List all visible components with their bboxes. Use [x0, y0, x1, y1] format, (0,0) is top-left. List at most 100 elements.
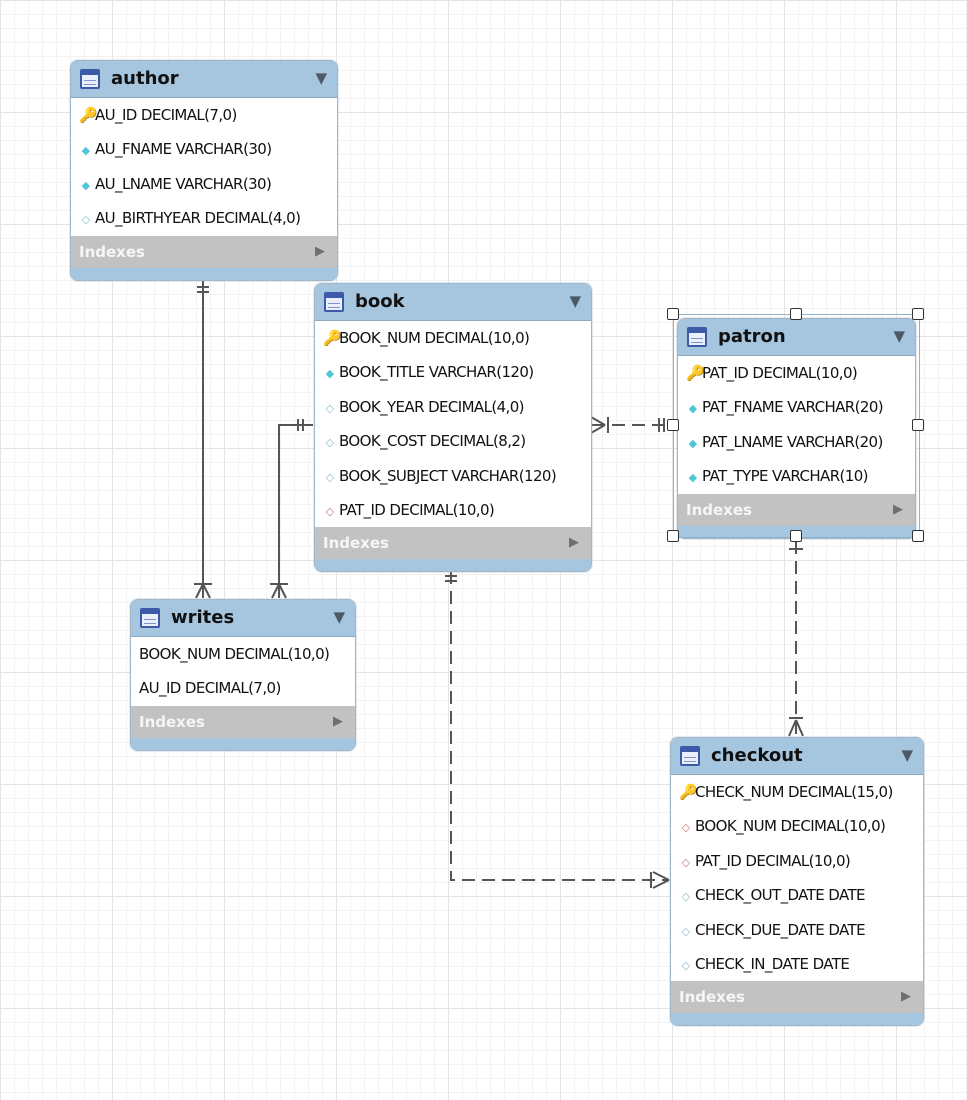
expand-arrow-icon[interactable]: ▶: [315, 243, 325, 259]
column-label: BOOK_NUM DECIMAL(10,0): [339, 329, 530, 347]
table-header[interactable]: book ▼: [315, 284, 591, 321]
expand-arrow-icon[interactable]: ▶: [893, 501, 903, 517]
collapse-toggle-icon[interactable]: ▼: [569, 292, 581, 310]
table-footer: [131, 737, 355, 750]
table-header[interactable]: checkout▼: [671, 738, 923, 775]
column-label: CHECK_IN_DATE DATE: [695, 954, 850, 973]
column-label: PAT_ID DECIMAL(10,0): [339, 500, 495, 519]
resize-handle[interactable]: [789, 308, 802, 320]
column-row[interactable]: ◆AU_LNAME VARCHAR(30): [71, 167, 337, 201]
indexes-label: Indexes: [323, 534, 389, 553]
column-row[interactable]: ◇ BOOK_NUM DECIMAL(10,0): [671, 809, 923, 843]
column-label: AU_ID DECIMAL(7,0): [95, 106, 237, 124]
collapse-toggle-icon[interactable]: ▼: [315, 69, 327, 87]
crowfoot-marker: [788, 719, 797, 737]
column-row[interactable]: 🔑PAT_ID DECIMAL(10,0): [678, 356, 915, 390]
nullable-column-icon: ◇: [81, 213, 90, 227]
column-label: BOOK_YEAR DECIMAL(4,0): [339, 397, 525, 416]
resize-handle[interactable]: [667, 308, 679, 320]
primary-key-icon: 🔑: [79, 106, 98, 124]
expand-arrow-icon[interactable]: ▶: [901, 989, 911, 1005]
column-label: BOOK_NUM DECIMAL(10,0): [139, 645, 330, 663]
crowfoot-marker: [278, 583, 287, 599]
expand-arrow-icon[interactable]: ▶: [333, 713, 343, 729]
not-null-column-icon: ◆: [325, 367, 334, 381]
not-null-column-icon: ◆: [688, 471, 697, 485]
column-label: BOOK_NUM DECIMAL(10,0): [695, 817, 886, 836]
collapse-toggle-icon[interactable]: ▼: [893, 327, 905, 345]
column-label: PAT_LNAME VARCHAR(20): [702, 432, 883, 451]
resize-handle[interactable]: [912, 530, 924, 542]
column-label: CHECK_OUT_DATE DATE: [695, 886, 866, 905]
column-row[interactable]: ◇BOOK_YEAR DECIMAL(4,0): [315, 390, 591, 424]
column-row[interactable]: BOOK_NUM DECIMAL(10,0): [131, 637, 355, 671]
column-label: BOOK_TITLE VARCHAR(120): [339, 363, 534, 382]
column-row[interactable]: ◇ CHECK_IN_DATE DATE: [671, 947, 923, 981]
foreign-key-icon: ◇: [681, 821, 690, 835]
column-row[interactable]: 🔑BOOK_NUM DECIMAL(10,0): [315, 321, 591, 355]
column-row[interactable]: 🔑AU_ID DECIMAL(7,0): [71, 98, 337, 132]
crowfoot-marker: [652, 879, 670, 889]
indexes-section[interactable]: Indexes▶: [678, 493, 915, 526]
table-name: book: [355, 291, 405, 312]
indexes-section[interactable]: Indexes ▶: [671, 981, 923, 1014]
nullable-column-icon: ◇: [681, 958, 690, 972]
foreign-key-icon: ◇: [325, 504, 334, 518]
relationship-book-checkout[interactable]: [450, 571, 669, 881]
column-row[interactable]: ◆PAT_LNAME VARCHAR(20): [678, 425, 915, 459]
column-row[interactable]: ◇AU_BIRTHYEAR DECIMAL(4,0): [71, 201, 337, 235]
column-row[interactable]: ◆PAT_FNAME VARCHAR(20): [678, 390, 915, 424]
resize-handle[interactable]: [912, 419, 924, 431]
table-book[interactable]: book ▼ 🔑BOOK_NUM DECIMAL(10,0) ◆ BOOK_TITLE …: [314, 283, 592, 573]
column-row[interactable]: ◇ PAT_ID DECIMAL(10,0): [315, 493, 591, 527]
resize-handle[interactable]: [667, 419, 679, 431]
collapse-toggle-icon[interactable]: ▼: [333, 608, 345, 626]
table-header[interactable]: patron▼: [678, 319, 915, 356]
column-row[interactable]: AU_ID DECIMAL(7,0): [131, 671, 355, 705]
crowfoot-marker: [590, 416, 606, 426]
table-icon: [140, 608, 160, 628]
table-name: author: [111, 68, 179, 89]
column-label: CHECK_DUE_DATE DATE: [695, 920, 866, 939]
table-icon: [680, 746, 700, 766]
table-name: writes: [171, 607, 235, 628]
expand-arrow-icon[interactable]: ▶: [569, 535, 579, 551]
table-writes[interactable]: writes ▼ BOOK_NUM DECIMAL(10,0) AU_ID DECIM…: [130, 599, 356, 751]
table-checkout[interactable]: checkout▼🔑CHECK_NUM DECIMAL(15,0) ◇ BOOK_N…: [670, 737, 924, 1027]
table-header[interactable]: writes ▼: [131, 600, 355, 637]
foreign-key-icon: ◇: [681, 855, 690, 869]
column-row[interactable]: ◇BOOK_COST DECIMAL(8,2): [315, 424, 591, 458]
resize-handle[interactable]: [789, 530, 802, 542]
column-row[interactable]: ◇BOOK_SUBJECT VARCHAR(120): [315, 459, 591, 493]
column-label: PAT_ID DECIMAL(10,0): [702, 364, 858, 382]
column-list: BOOK_NUM DECIMAL(10,0) AU_ID DECIMAL(7,0): [131, 637, 355, 706]
column-row[interactable]: ◆ BOOK_TITLE VARCHAR(120): [315, 355, 591, 389]
crowfoot-marker: [590, 424, 606, 434]
indexes-section[interactable]: Indexes▶: [71, 235, 337, 268]
indexes-label: Indexes: [139, 712, 205, 731]
table-author[interactable]: author▼🔑AU_ID DECIMAL(7,0)◆AU_FNAME VARC…: [70, 60, 338, 281]
table-footer: [671, 1013, 923, 1026]
column-row[interactable]: ◆AU_FNAME VARCHAR(30): [71, 132, 337, 166]
crowfoot-marker: [795, 719, 804, 737]
collapse-toggle-icon[interactable]: ▼: [901, 746, 913, 764]
column-label: PAT_ID DECIMAL(10,0): [695, 851, 851, 870]
table-header[interactable]: author ▼: [71, 61, 337, 98]
indexes-section[interactable]: Indexes ▶: [131, 705, 355, 738]
resize-handle[interactable]: [912, 308, 924, 320]
nullable-column-icon: ◇: [681, 890, 690, 904]
column-row[interactable]: 🔑CHECK_NUM DECIMAL(15,0): [671, 775, 923, 809]
table-patron[interactable]: patron▼🔑PAT_ID DECIMAL(10,0)◆PAT_FNAME V…: [677, 318, 916, 539]
table-icon: [687, 327, 707, 347]
resize-handle[interactable]: [667, 530, 679, 542]
column-list: 🔑BOOK_NUM DECIMAL(10,0) ◆ BOOK_TITLE VARCH…: [315, 321, 591, 528]
column-row[interactable]: ◇ CHECK_OUT_DATE DATE: [671, 878, 923, 912]
column-row[interactable]: ◇CHECK_DUE_DATE DATE: [671, 913, 923, 947]
column-row[interactable]: ◆PAT_TYPE VARCHAR(10): [678, 459, 915, 493]
indexes-section[interactable]: Indexes ▶: [315, 527, 591, 560]
relationship-book-writes[interactable]: [278, 424, 313, 598]
column-row[interactable]: ◇ PAT_ID DECIMAL(10,0): [671, 844, 923, 878]
indexes-label: Indexes: [679, 988, 745, 1007]
column-label: BOOK_COST DECIMAL(8,2): [339, 432, 526, 451]
